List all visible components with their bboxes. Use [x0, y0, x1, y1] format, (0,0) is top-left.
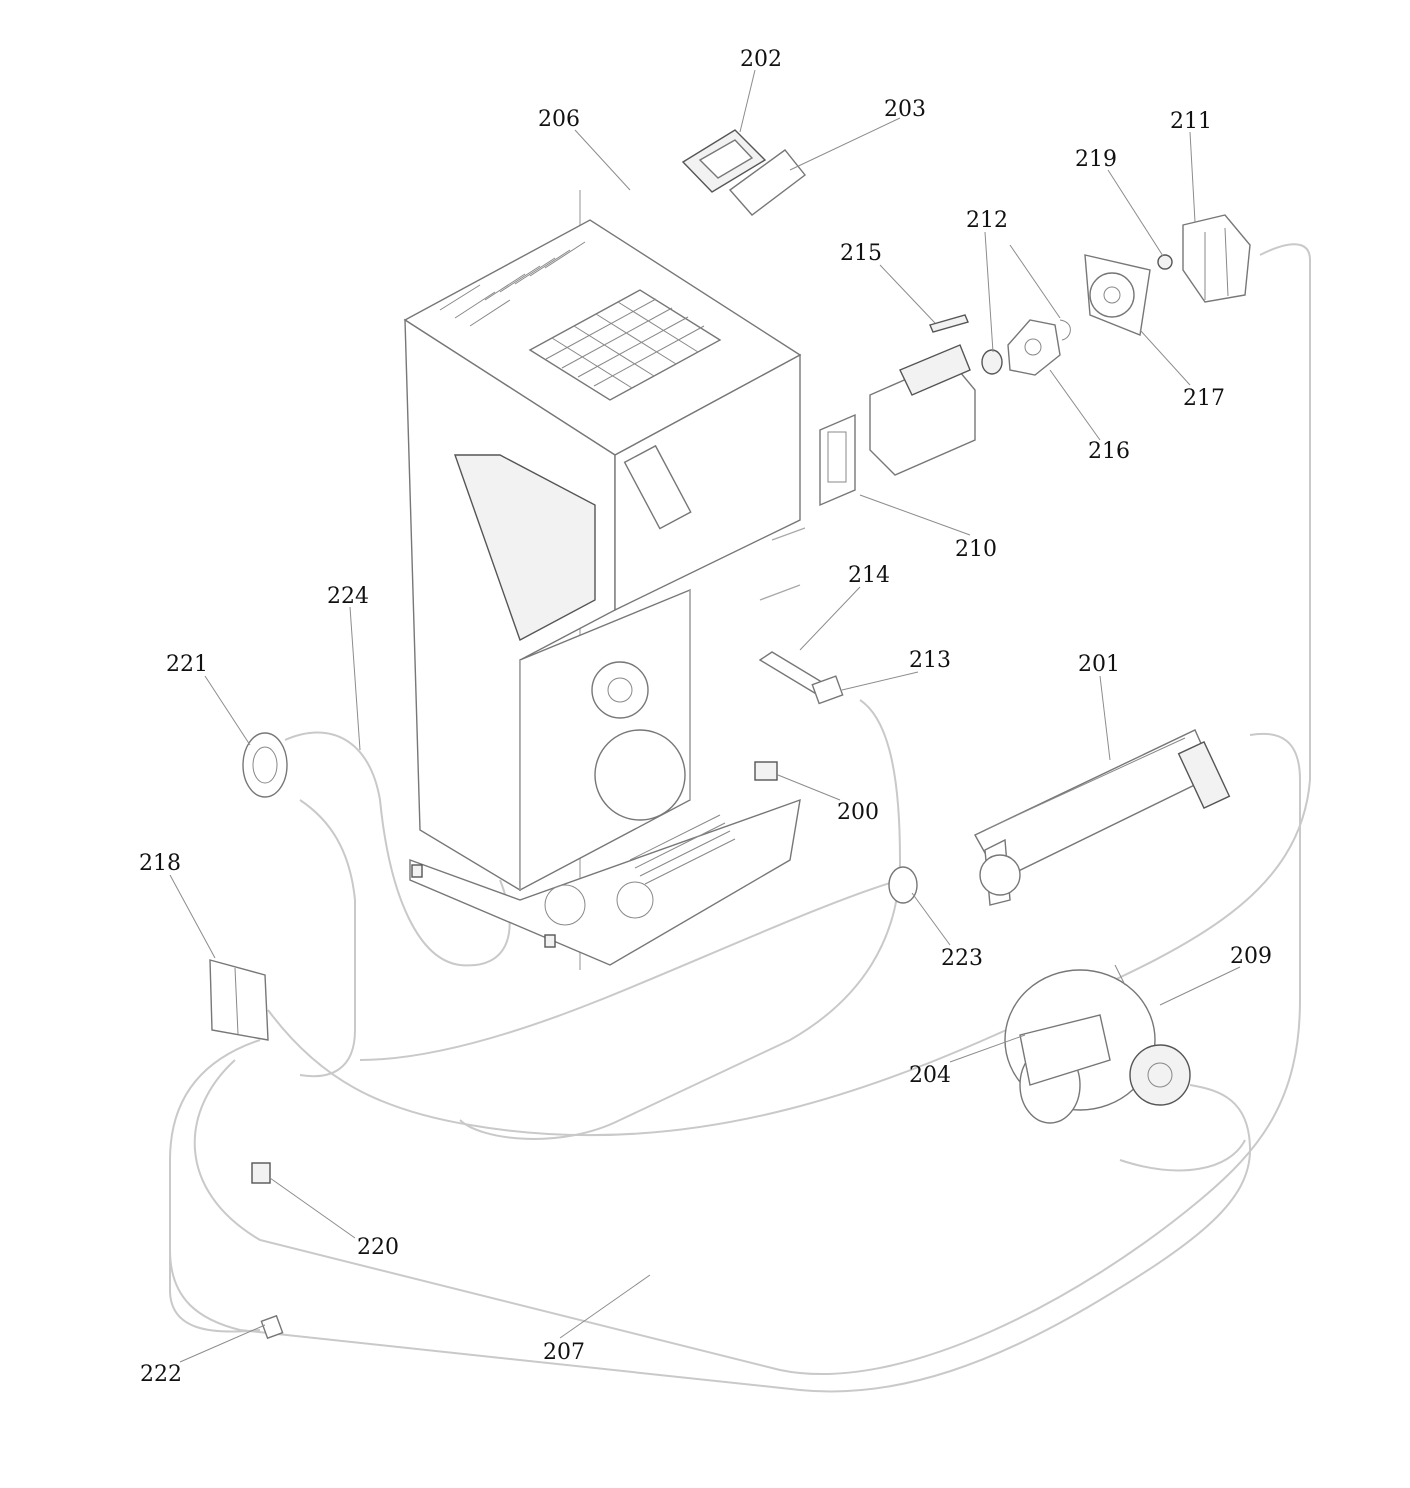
- callout-201: 201: [1078, 652, 1120, 677]
- coupling-nut: [981, 349, 1003, 375]
- auger-assembly: [974, 729, 1231, 906]
- cabinet-frame: [403, 219, 802, 966]
- callout-212: 212: [966, 208, 1008, 233]
- grommet: [1157, 254, 1173, 270]
- callout-200: 200: [837, 800, 879, 825]
- control-display: [681, 129, 767, 193]
- igniter-clips: [929, 314, 969, 333]
- fuse-holder: [251, 1162, 271, 1184]
- wiring-harness: [169, 190, 1311, 1393]
- convection-fan: [242, 732, 288, 798]
- display-cover: [728, 149, 806, 216]
- callout-210: 210: [955, 537, 997, 562]
- callout-222: 222: [140, 1362, 182, 1387]
- fan-motor-plate: [1084, 254, 1151, 336]
- callout-211: 211: [1170, 109, 1212, 134]
- callout-203: 203: [884, 97, 926, 122]
- leader-lines: [169, 69, 1241, 1363]
- callout-207: 207: [543, 1340, 585, 1365]
- callout-206: 206: [538, 107, 580, 132]
- pressure-switch: [1182, 214, 1251, 303]
- gasket-plate: [819, 413, 856, 507]
- callout-215: 215: [840, 241, 882, 266]
- callout-218: 218: [139, 851, 181, 876]
- feed-rods: [758, 527, 844, 705]
- callout-214: 214: [848, 563, 890, 588]
- burner-housing: [869, 344, 976, 476]
- relay-board: [209, 959, 269, 1041]
- callout-219: 219: [1075, 147, 1117, 172]
- callout-216: 216: [1088, 439, 1130, 464]
- callout-204: 204: [909, 1063, 951, 1088]
- callout-labels: 202 203 206 211 219 212 215 217 216 210 …: [139, 47, 1272, 1387]
- callout-224: 224: [327, 584, 369, 609]
- callout-220: 220: [357, 1235, 399, 1260]
- limit-switch: [754, 761, 778, 781]
- callout-213: 213: [909, 648, 951, 673]
- combustion-blower: [1004, 964, 1191, 1124]
- callout-221: 221: [166, 652, 208, 677]
- power-plug: [260, 1314, 284, 1340]
- callout-209: 209: [1230, 944, 1272, 969]
- callout-217: 217: [1183, 386, 1225, 411]
- callout-223: 223: [941, 946, 983, 971]
- impeller: [1007, 319, 1071, 376]
- thermostat-disc: [888, 866, 918, 904]
- callout-202: 202: [740, 47, 782, 72]
